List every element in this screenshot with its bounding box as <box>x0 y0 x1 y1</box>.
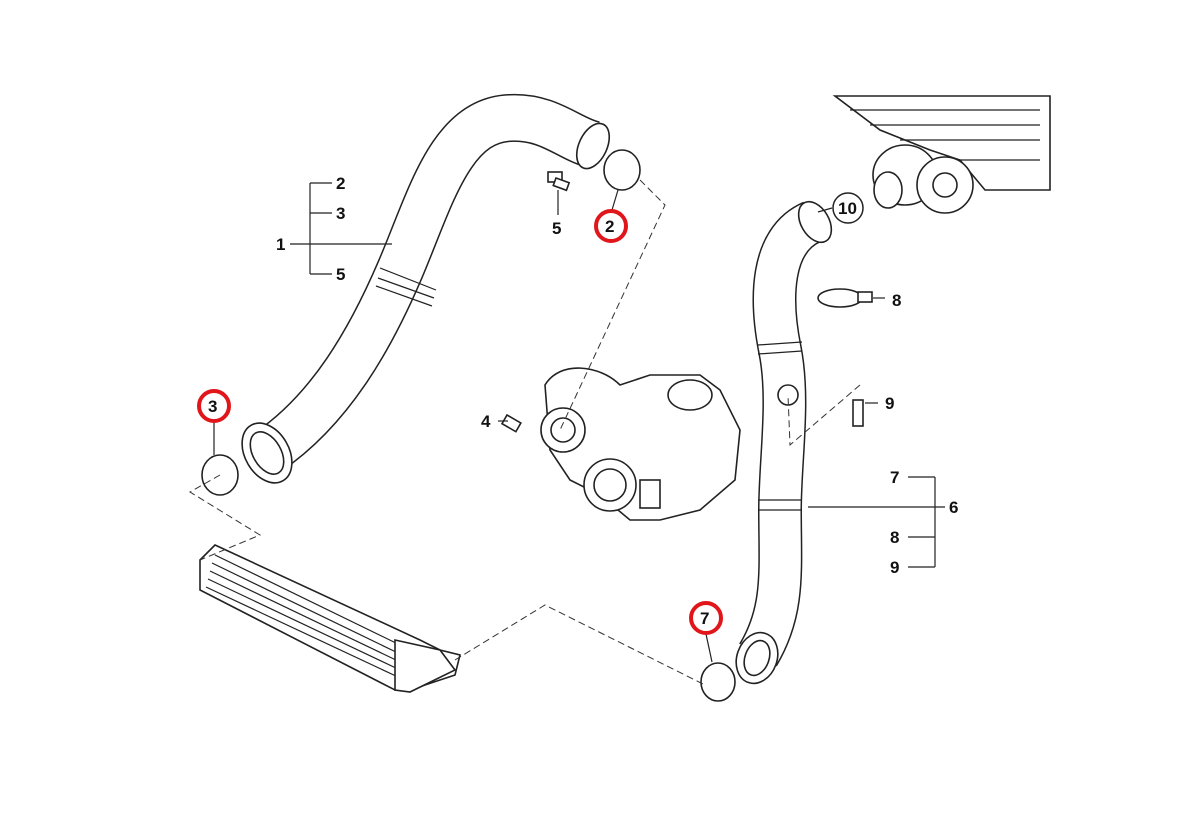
callout-1-sub-3: 3 <box>336 204 345 223</box>
callout-1: 1 <box>276 235 285 254</box>
bolt-5 <box>547 171 571 192</box>
charge-air-hose-1 <box>241 93 611 484</box>
callout-8: 8 <box>892 291 901 310</box>
leader-lines <box>213 182 945 663</box>
callout-5: 5 <box>552 219 561 238</box>
callout-6: 6 <box>949 498 958 517</box>
turbocharger <box>540 367 741 521</box>
callout-1-sub-2: 2 <box>336 174 345 193</box>
intercooler <box>199 544 461 693</box>
seal-ring-7 <box>700 662 736 702</box>
callout-6-sub-9: 9 <box>890 558 899 577</box>
callout-10: 10 <box>838 199 857 218</box>
callout-1-sub-5: 5 <box>336 265 345 284</box>
connection-lines <box>189 179 861 686</box>
callout-circle-10 <box>832 192 864 224</box>
charge-air-hose-6 <box>735 200 833 685</box>
callout-4: 4 <box>481 412 491 431</box>
callout-9: 9 <box>885 394 894 413</box>
highlight-circle-3 <box>197 389 231 423</box>
highlight-circle-2 <box>594 209 628 243</box>
bolt-4 <box>500 413 522 433</box>
callout-6-sub-7: 7 <box>890 468 899 487</box>
callout-7: 7 <box>700 609 709 628</box>
callout-3: 3 <box>208 397 217 416</box>
sensor-9 <box>852 399 864 427</box>
intake-manifold-part <box>832 95 1051 214</box>
hose-clamp-8 <box>817 288 873 308</box>
highlight-circle-7 <box>689 601 723 635</box>
callout-2: 2 <box>605 217 614 236</box>
callout-6-sub-8: 8 <box>890 528 899 547</box>
seal-ring-2 <box>603 149 641 191</box>
